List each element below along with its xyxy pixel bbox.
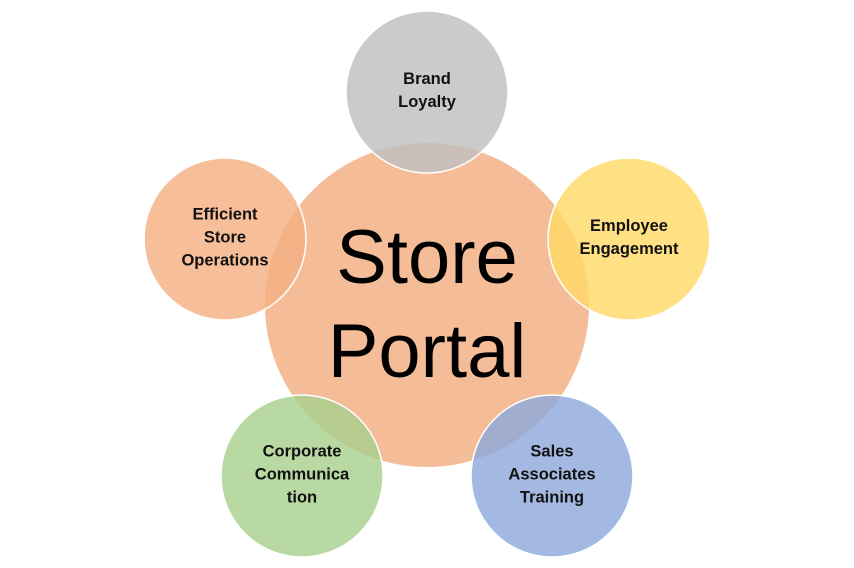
- node-label-employee-engagement: Employee Engagement: [579, 217, 679, 258]
- node-label-brand-loyalty: Brand Loyalty: [398, 70, 456, 111]
- node-label-efficient-store-operations: Efficient Store Operations: [181, 205, 269, 270]
- node-circle-efficient-store-operations: [143, 157, 307, 321]
- node-label-corporate-communication: Corporate Communica tion: [254, 442, 350, 507]
- node-circle-employee-engagement: [547, 157, 711, 321]
- node-circle-brand-loyalty: [345, 10, 509, 174]
- node-circle-corporate-communication: [220, 394, 384, 558]
- node-circle-sales-associates-training: [470, 394, 634, 558]
- center-label: Store Portal: [327, 215, 527, 394]
- node-label-sales-associates-training: Sales Associates Training: [508, 442, 596, 507]
